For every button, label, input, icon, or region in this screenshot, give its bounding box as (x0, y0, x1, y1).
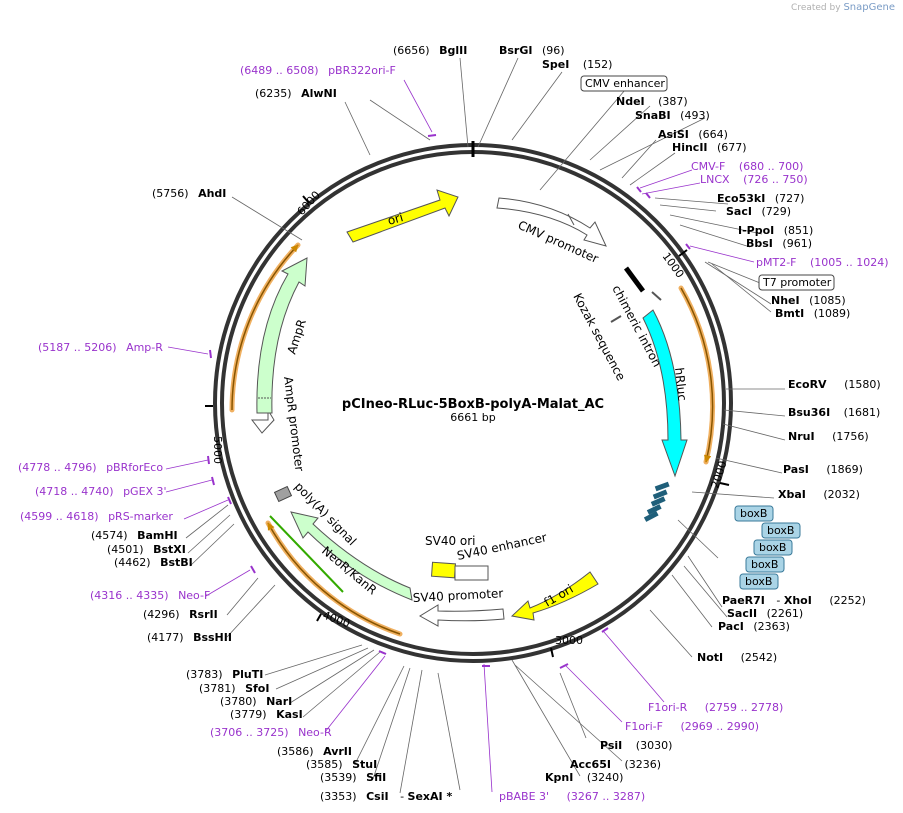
primer-pgex-3: (4718 .. 4740) pGEX 3' (35, 485, 167, 498)
boxb-label-4: boxB (751, 558, 778, 571)
feature-boxb-marks (643, 481, 670, 522)
boxb-label-3: boxB (759, 541, 786, 554)
site-alwNI: (6235) AlwNI (255, 87, 337, 100)
site-hincII: HincII (677) (672, 141, 747, 154)
primer-cmv-f: CMV-F (680 .. 700) (691, 160, 803, 173)
site-labels: (6656) BglII BsrGI (96) SpeI (152) (6489… (18, 44, 889, 803)
site-narI: (3780) NarI (220, 695, 292, 708)
feature-ori: ori (346, 189, 459, 243)
primer-connectors (165, 79, 755, 793)
site-ecoRV: EcoRV (1580) (788, 378, 881, 391)
site-snaBI: SnaBI (493) (635, 109, 710, 122)
site-ippoI: I-PpoI (851) (738, 224, 813, 237)
site-bsu36I: Bsu36I (1681) (788, 406, 880, 419)
primer-neo-f: (4316 .. 4335) Neo-F (90, 589, 210, 602)
boxb-label-group: boxB boxB boxB boxB boxB (734, 505, 801, 590)
site-eco53kI: Eco53kI (727) (717, 192, 804, 205)
boxb-label-2: boxB (767, 524, 794, 537)
site-acc65I: Acc65I (3236) (570, 758, 661, 771)
site-nheI: NheI (1085) (771, 294, 846, 307)
site-speI: SpeI (152) (542, 58, 612, 71)
primer-neo-r: (3706 .. 3725) Neo-R (210, 726, 332, 739)
boxb-label-5: boxB (745, 575, 772, 588)
hrluc-label: hRluc (672, 367, 689, 402)
site-ndeI: NdeI (387) (616, 95, 688, 108)
site-xbaI: XbaI (2032) (778, 488, 860, 501)
sv40-ori-label: SV40 ori (425, 534, 476, 548)
primer-prs-marker: (4599 .. 4618) pRS-marker (20, 510, 173, 523)
primer-f1ori-r: F1ori-R (2759 .. 2778) (648, 701, 783, 714)
ampr-promoter-label: AmpR promoter (281, 376, 307, 472)
site-sacII: SacII (2261) (727, 607, 803, 620)
primer-lncx: LNCX (726 .. 750) (700, 173, 808, 186)
site-notI: NotI (2542) (697, 651, 777, 664)
site-bsrGI: BsrGI (96) (499, 44, 565, 57)
feature-cmv-promoter: CMV promoter (496, 197, 607, 266)
primer-pbabe-3: pBABE 3' (3267 .. 3287) (499, 790, 645, 803)
primer-amp-r: (5187 .. 5206) Amp-R (38, 341, 163, 354)
credit-prefix: Created by (791, 3, 841, 13)
ori-label: ori (386, 210, 405, 228)
site-avrII: (3586) AvrII (277, 745, 352, 758)
site-pacI: PacI (2363) (718, 620, 790, 633)
feature-sv40-promoter: SV40 promoter (412, 586, 505, 627)
plasmid-length: 6661 bp (450, 411, 495, 424)
tick-5000: 5000 (211, 436, 224, 464)
site-paer7i-xhoi: PaeR7I - XhoI (2252) (722, 594, 866, 607)
tick-4000: 4000 (321, 609, 352, 631)
site-pasI: PasI (1869) (783, 463, 863, 476)
feature-f1-ori: f1 ori (510, 571, 599, 621)
site-bmtI: BmtI (1089) (775, 307, 850, 320)
site-csii-sexai: (3353) CsiI - SexAI * (320, 790, 452, 803)
t7-promoter-box: T7 promoter (758, 274, 835, 291)
cmv-promoter-label: CMV promoter (516, 218, 601, 266)
site-ahdI: (5756) AhdI (152, 187, 226, 200)
site-bssHII: (4177) BssHII (147, 631, 232, 644)
site-psiI: PsiI (3030) (600, 739, 672, 752)
site-bstBI: (4462) BstBI (114, 556, 193, 569)
plasmid-name: pCIneo-RLuc-5BoxB-polyA-Malat_AC (342, 397, 604, 412)
connector-lines (185, 57, 786, 794)
site-bamHI: (4574) BamHI (91, 529, 178, 542)
ampr-label: AmpR (285, 317, 309, 355)
f1-ori-label: f1 ori (542, 582, 576, 610)
site-bstXI: (4501) BstXI (107, 543, 186, 556)
snapgene-credit: Created by SnapGene (791, 2, 895, 13)
feature-hrluc: hRluc (642, 309, 689, 478)
site-stuI: (3585) StuI (306, 758, 377, 771)
feature-sv40-ori: SV40 ori (425, 534, 476, 579)
primer-pbrforeco: (4778 .. 4796) pBRforEco (18, 461, 163, 474)
site-bglII: (6656) BglII (393, 44, 467, 57)
site-bbsI: BbsI (961) (746, 237, 812, 250)
primer-pmt2-f: pMT2-F (1005 .. 1024) (756, 256, 889, 269)
cmv-enhancer-label: CMV enhancer (585, 77, 665, 90)
site-sfiI: (3539) SfiI (320, 771, 386, 784)
sv40-promoter-label: SV40 promoter (412, 586, 503, 605)
primer-marks (207, 134, 691, 669)
primer-f1ori-f: F1ori-F (2969 .. 2990) (625, 720, 759, 733)
site-kpnI: KpnI (3240) (545, 771, 623, 784)
site-rsrII: (4296) RsrII (143, 608, 218, 621)
site-sacI: SacI (729) (726, 205, 791, 218)
cmv-enhancer-box: CMV enhancer (580, 75, 668, 92)
site-sfoI: (3781) SfoI (199, 682, 269, 695)
primer-pbr322ori-f: (6489 .. 6508) pBR322ori-F (240, 64, 396, 77)
boxb-label-1: boxB (740, 507, 767, 520)
t7-promoter-label: T7 promoter (762, 276, 832, 289)
site-pluTI: (3783) PluTI (186, 668, 263, 681)
tick-3000: 3000 (555, 634, 583, 647)
snapgene-brand: SnapGene (843, 2, 895, 13)
site-kasI: (3779) KasI (230, 708, 303, 721)
site-nruI: NruI (1756) (788, 430, 869, 443)
site-asiSI: AsiSI (664) (658, 128, 728, 141)
